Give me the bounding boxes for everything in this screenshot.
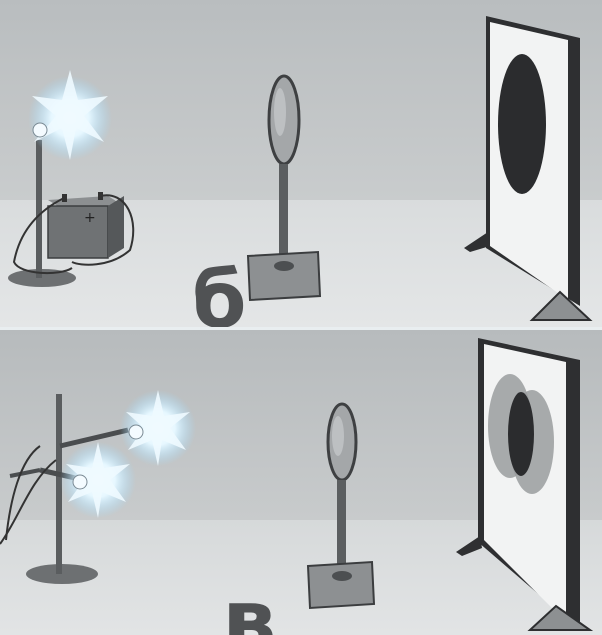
- panel-b-scene: +: [0, 0, 602, 328]
- sharp-shadow: [498, 54, 546, 194]
- panel-v: в: [0, 330, 602, 635]
- light-source-1: [120, 390, 196, 466]
- umbra: [508, 392, 534, 476]
- panel-b: + б: [0, 0, 602, 328]
- light-source-2: [60, 442, 136, 518]
- panel-v-scene: [0, 330, 602, 635]
- panel-label-b: б: [192, 262, 246, 328]
- svg-text:+: +: [84, 210, 96, 226]
- panel-label-v: в: [222, 578, 276, 635]
